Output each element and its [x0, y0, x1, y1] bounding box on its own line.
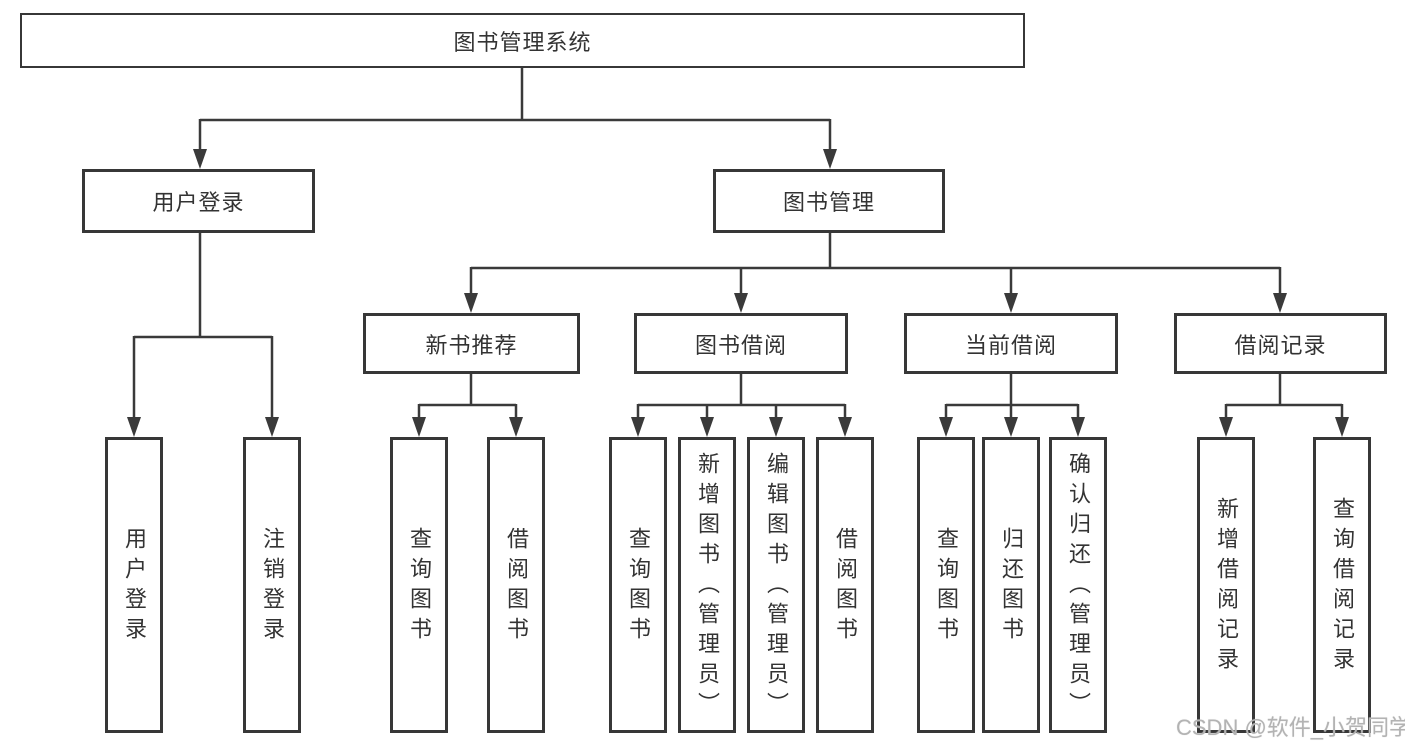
leaf-borrow-books-recommend: 借阅图书 — [487, 437, 545, 733]
leaf-query-books-recommend: 查询图书 — [390, 437, 448, 733]
leaf-return-books: 归还图书 — [982, 437, 1040, 733]
node-book-borrowing-label: 图书借阅 — [694, 332, 787, 358]
leaf-edit-books-admin: 编辑图书（管理员） — [747, 437, 805, 733]
leaf-query-books-current-label: 查询图书 — [934, 527, 959, 647]
leaf-add-borrow-record: 新增借阅记录 — [1197, 437, 1255, 733]
node-user-login: 用户登录 — [82, 169, 315, 233]
node-user-login-label: 用户登录 — [152, 190, 245, 215]
node-book-management-label: 图书管理 — [782, 190, 875, 215]
leaf-logout-label: 注销登录 — [260, 527, 285, 647]
node-borrowing-records-label: 借阅记录 — [1234, 332, 1327, 358]
leaf-query-borrow-record-label: 查询借阅记录 — [1330, 497, 1355, 677]
leaf-logout: 注销登录 — [243, 437, 301, 733]
arrowheads — [127, 149, 1349, 437]
leaf-user-login-label: 用户登录 — [122, 527, 147, 647]
leaf-add-books-admin-label: 新增图书（管理员） — [695, 452, 720, 722]
leaf-add-books-admin: 新增图书（管理员） — [678, 437, 736, 733]
leaf-add-borrow-record-label: 新增借阅记录 — [1214, 497, 1239, 677]
csdn-watermark: CSDN @软件_小贺同学 — [1176, 715, 1405, 740]
leaf-edit-books-admin-label: 编辑图书（管理员） — [764, 452, 789, 722]
node-book-management: 图书管理 — [713, 169, 945, 233]
node-new-book-recommend: 新书推荐 — [363, 313, 580, 374]
leaf-user-login: 用户登录 — [105, 437, 163, 733]
leaf-return-books-label: 归还图书 — [999, 527, 1024, 647]
leaf-query-books-borrowing-label: 查询图书 — [626, 527, 651, 647]
node-book-borrowing: 图书借阅 — [634, 313, 848, 374]
leaf-confirm-return-admin-label: 确认归还（管理员） — [1066, 452, 1091, 722]
node-new-book-recommend-label: 新书推荐 — [425, 332, 518, 358]
leaf-query-books-borrowing: 查询图书 — [609, 437, 667, 733]
node-root-library-management-system: 图书管理系统 — [20, 13, 1025, 68]
leaf-borrow-books-label: 借阅图书 — [833, 527, 858, 647]
leaf-query-books-recommend-label: 查询图书 — [407, 527, 432, 647]
leaf-query-books-current: 查询图书 — [917, 437, 975, 733]
leaf-borrow-books-recommend-label: 借阅图书 — [504, 527, 529, 647]
node-borrowing-records: 借阅记录 — [1174, 313, 1387, 374]
node-root-label: 图书管理系统 — [453, 29, 592, 55]
leaf-confirm-return-admin: 确认归还（管理员） — [1049, 437, 1107, 733]
leaf-borrow-books: 借阅图书 — [816, 437, 874, 733]
node-current-borrowing: 当前借阅 — [904, 313, 1118, 374]
node-current-borrowing-label: 当前借阅 — [964, 332, 1057, 358]
leaf-query-borrow-record: 查询借阅记录 — [1313, 437, 1371, 733]
